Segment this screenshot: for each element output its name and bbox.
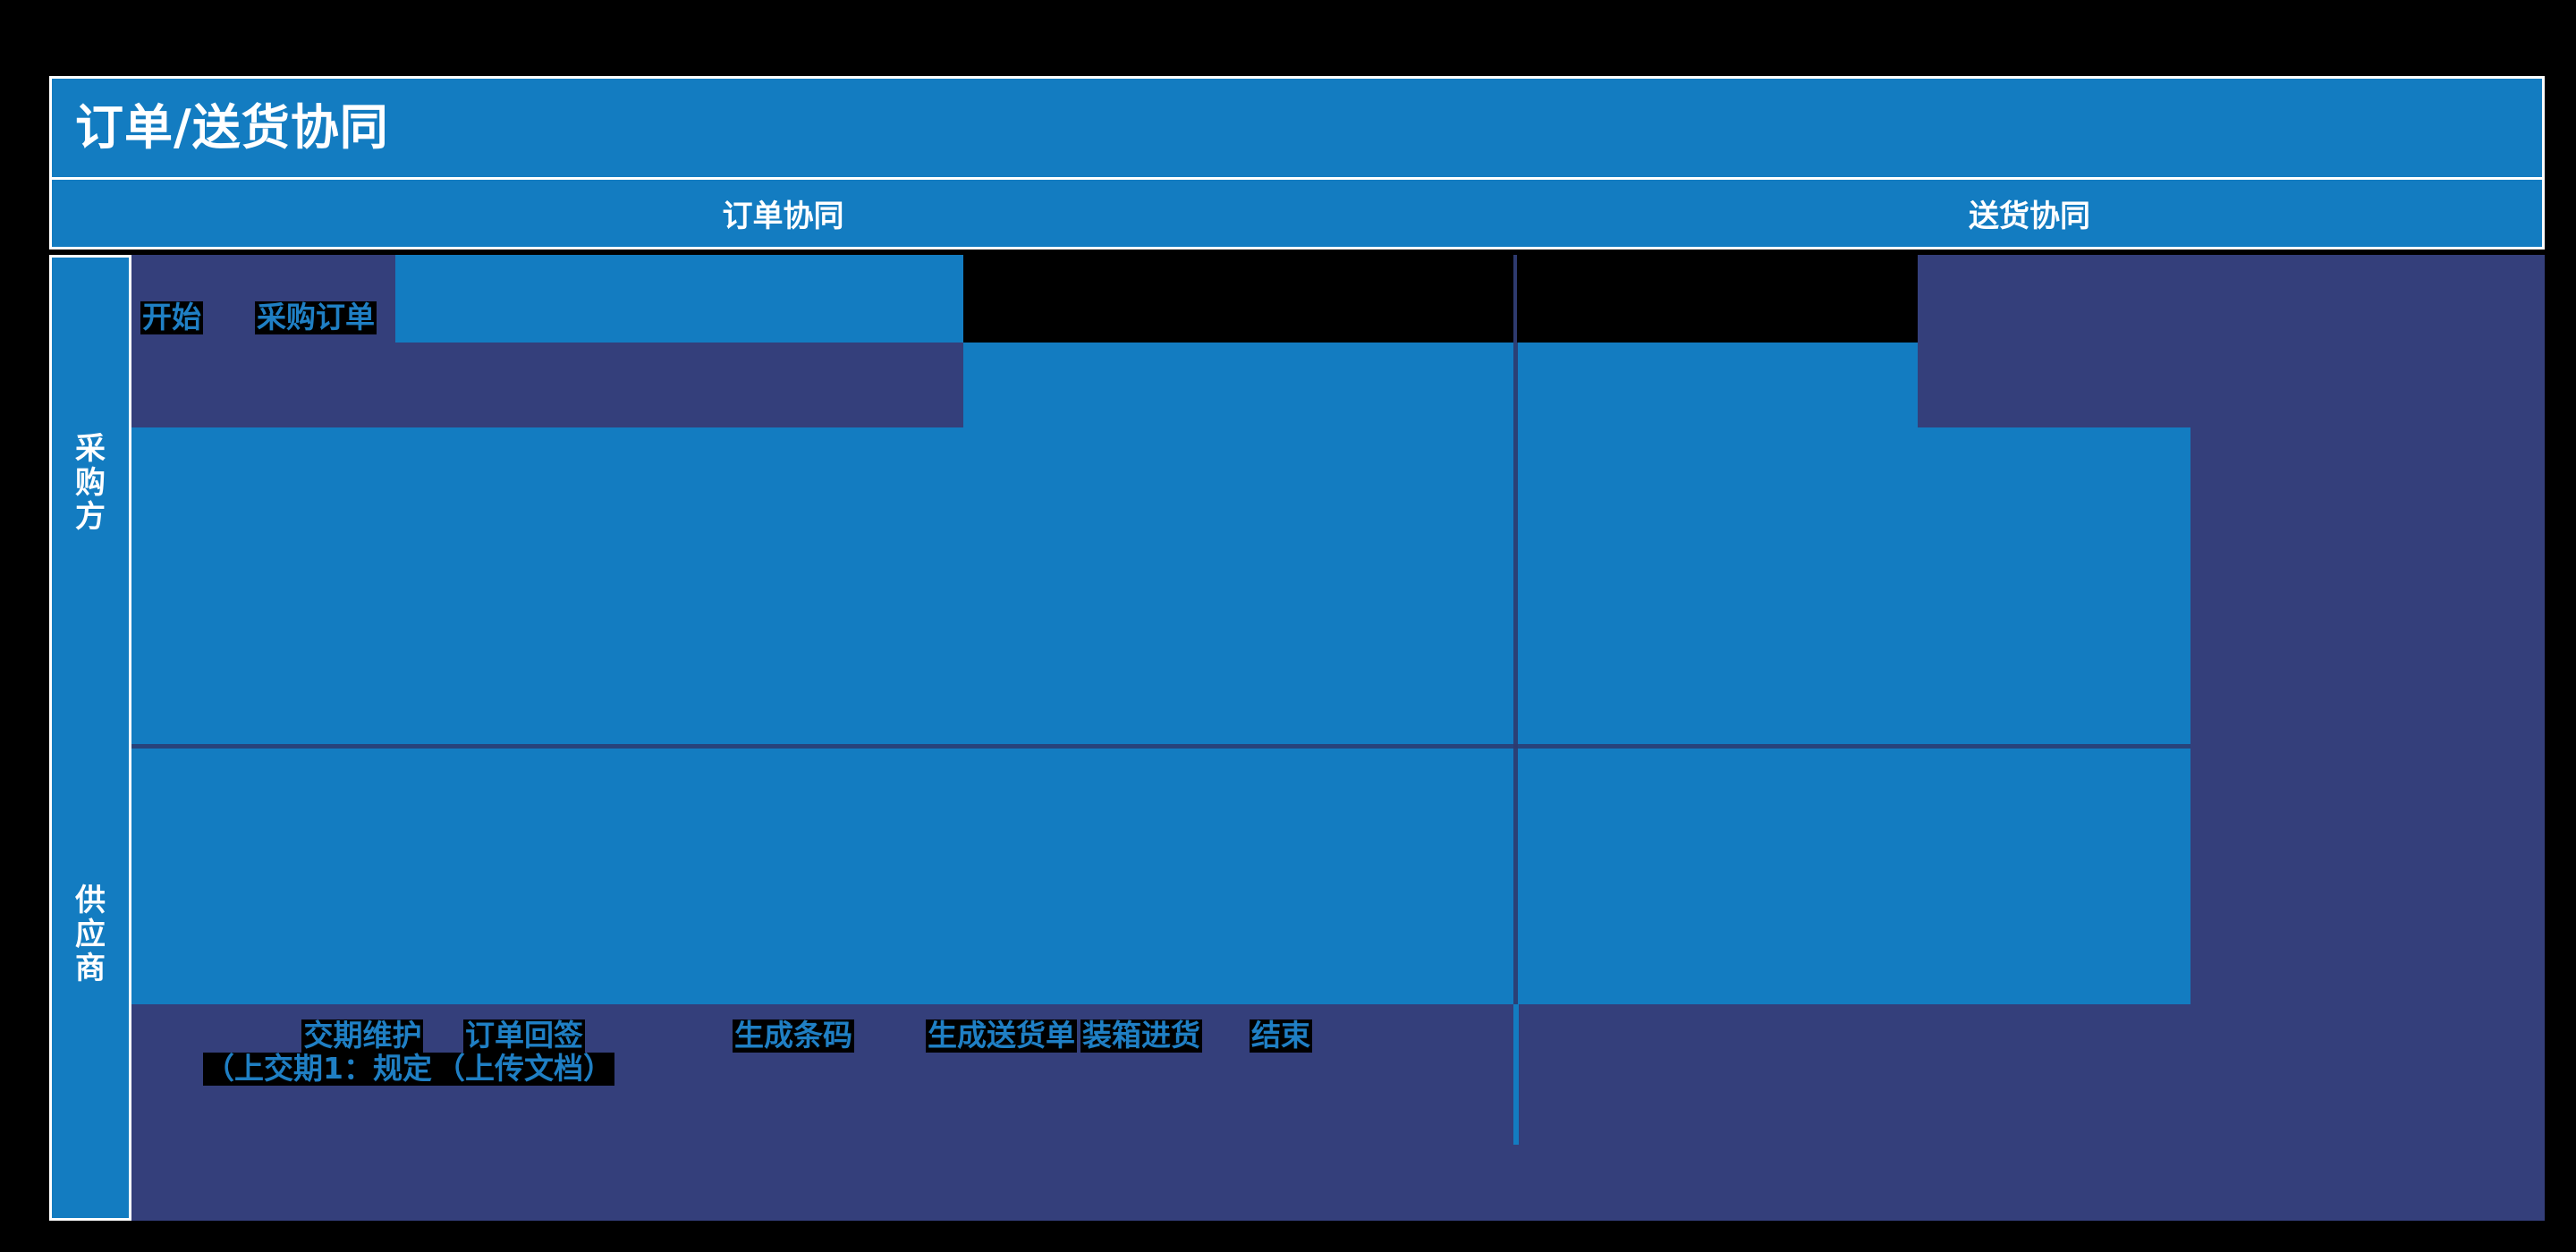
lane-supplier-char-3: 商	[75, 951, 106, 987]
header-black-bar-left	[963, 255, 1513, 343]
flow-block-upper-band	[963, 343, 1918, 441]
phase-tab-delivery[interactable]: 送货协同	[1969, 199, 2090, 234]
node-barcode-label: 生成条码	[733, 1018, 854, 1053]
node-due-date-label: 交期维护	[301, 1018, 424, 1053]
lane-buyer-char-3: 方	[75, 499, 106, 536]
phase-bar: 订单协同 送货协同	[49, 180, 2545, 250]
lane-divider-horizontal	[131, 744, 2190, 749]
node-delivery-note[interactable]: 生成送货单	[926, 1019, 1077, 1053]
node-purchase-order-label: 采购订单	[255, 300, 377, 334]
node-packing-label: 装箱进货	[1080, 1018, 1202, 1053]
node-delivery-note-label: 生成送货单	[926, 1018, 1077, 1053]
flow-block-start-row	[395, 255, 963, 343]
phase-divider-vertical-footer	[1513, 1004, 1519, 1145]
page-title: 订单/送货协同	[75, 99, 389, 156]
node-packing[interactable]: 装箱进货	[1080, 1019, 1202, 1053]
node-barcode[interactable]: 生成条码	[733, 1019, 854, 1053]
title-bar: 订单/送货协同	[49, 76, 2545, 180]
phase-divider-vertical	[1513, 255, 1518, 1004]
phase-tab-order[interactable]: 订单协同	[722, 199, 844, 234]
lane-sidebar: 采 购 方 供 应 商	[49, 255, 131, 1221]
node-start[interactable]: 开始	[140, 300, 203, 334]
node-order-signback[interactable]: 订单回签 （上传文档）	[434, 1019, 614, 1086]
node-order-signback-label: 订单回签	[463, 1018, 585, 1053]
lane-supplier-char-2: 应	[75, 917, 106, 953]
lane-buyer-char-1: 采	[75, 431, 106, 467]
lane-label-supplier: 供 应 商	[52, 884, 129, 986]
flow-block-supplier-lane	[131, 748, 2190, 1004]
node-start-label: 开始	[140, 300, 203, 334]
lane-label-buyer: 采 购 方	[52, 432, 129, 534]
node-purchase-order[interactable]: 采购订单	[255, 300, 377, 334]
node-order-signback-sub: （上传文档）	[434, 1050, 614, 1086]
header-black-bar-right	[1517, 255, 1918, 343]
lane-buyer-char-2: 购	[75, 465, 106, 502]
lane-supplier-char-1: 供	[75, 883, 106, 918]
node-end-label: 结束	[1250, 1018, 1312, 1053]
node-end[interactable]: 结束	[1250, 1019, 1312, 1053]
flow-canvas: 开始 采购订单 交期维护 （上交期1：规定时间） 订单回签 （上传文档） 生成条…	[131, 255, 2545, 1221]
